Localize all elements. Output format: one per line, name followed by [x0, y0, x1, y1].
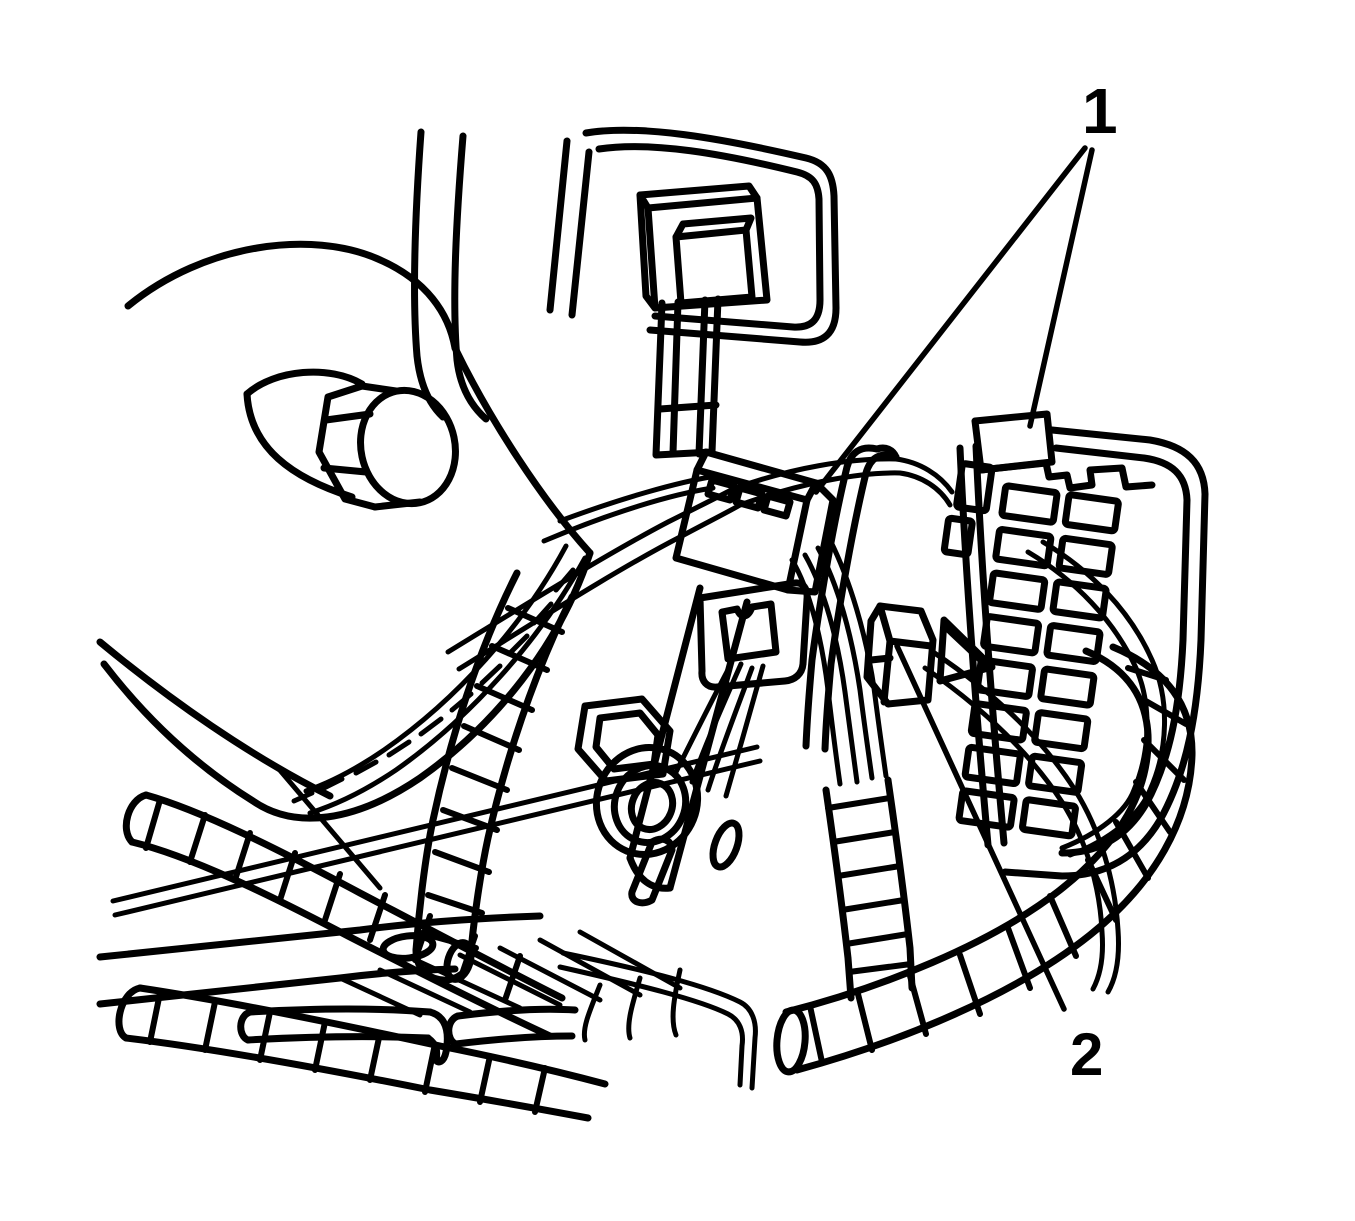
- conduit-left-vertical: [412, 569, 576, 984]
- retainer-pin: [628, 835, 676, 907]
- mounting-panel: [582, 126, 840, 346]
- callout-2: 2: [894, 643, 1103, 1088]
- inline-connector: [672, 448, 837, 691]
- shading-fan: [337, 929, 683, 1043]
- grommet-outer: [592, 744, 702, 858]
- bulkhead-connector: [940, 410, 1209, 880]
- panel-mounted-connector: [636, 182, 771, 459]
- conduit-end-cap: [773, 1006, 809, 1076]
- callout-2-label: 2: [1070, 1021, 1103, 1088]
- callout-2-leader: [894, 643, 1067, 1012]
- terminal-grid: [940, 460, 1122, 840]
- callout-1-leader-right: [1027, 147, 1095, 429]
- clamp-band: [291, 543, 588, 816]
- conduit-right-large: [773, 643, 1196, 1076]
- conduit-bottom-left-b: [115, 984, 609, 1122]
- latch-window: [718, 600, 780, 663]
- terminal-slot: [704, 476, 738, 504]
- callout-1-label: 1: [1082, 75, 1118, 147]
- crossing-wires: [922, 539, 1167, 995]
- conduit-d: [822, 776, 916, 1002]
- wire-bundle: [673, 537, 889, 799]
- conduit-bottom-left-a: [122, 791, 566, 1040]
- latch-plate: [696, 579, 811, 691]
- hex-bolt: [315, 382, 459, 511]
- grommet-hole: [627, 779, 677, 833]
- harness-strap: [802, 444, 900, 753]
- terminal-slot: [760, 492, 794, 520]
- harness-wires-left: [445, 456, 955, 672]
- terminal-slot: [732, 484, 766, 512]
- cowl-edge-lines: [410, 128, 593, 423]
- callout-1: 1: [813, 75, 1118, 495]
- stud-pin: [709, 819, 743, 871]
- hex-nut: [574, 695, 674, 785]
- callout-1-leader-left: [813, 145, 1088, 495]
